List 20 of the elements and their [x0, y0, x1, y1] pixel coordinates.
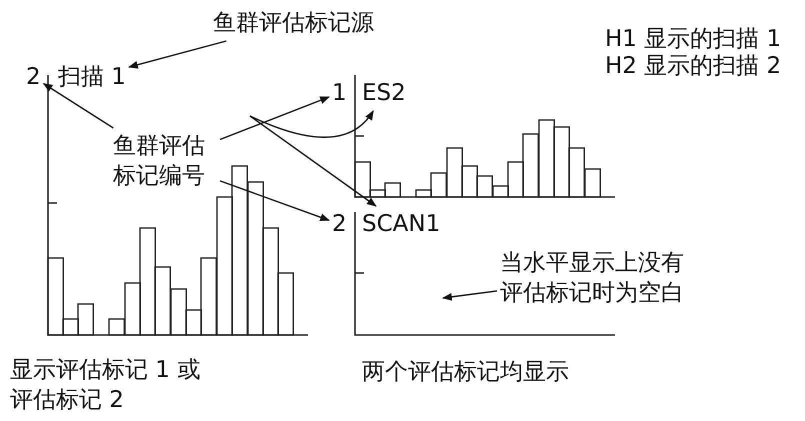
panel-number: 1: [332, 78, 347, 108]
callout-text: 鱼群评估标记源: [213, 8, 374, 38]
leader-line: [42, 83, 114, 129]
caption-text: 两个评估标记均显示: [362, 358, 569, 387]
leader-line: [128, 40, 226, 69]
arrow: [250, 110, 374, 138]
arrow: [250, 115, 377, 207]
leader-line: [220, 180, 330, 221]
leader-line: [220, 96, 330, 140]
panel-label: SCAN1: [362, 209, 440, 239]
panel-label: ES2: [362, 78, 406, 108]
arrow: [442, 290, 498, 301]
caption-text: 显示评估标记 1 或评估标记 2: [10, 356, 202, 415]
callout-text: 当水平显示上没有评估标记时为空白: [500, 248, 692, 308]
panel-number: 2: [332, 209, 347, 239]
legend-text: H1 显示的扫描 1: [605, 25, 782, 54]
panel-label: 扫描 1: [58, 62, 126, 92]
legend-text: H2 显示的扫描 2: [605, 52, 782, 81]
panel-number: 2: [26, 62, 41, 92]
callout-text: 鱼群评估标记编号: [113, 131, 217, 191]
